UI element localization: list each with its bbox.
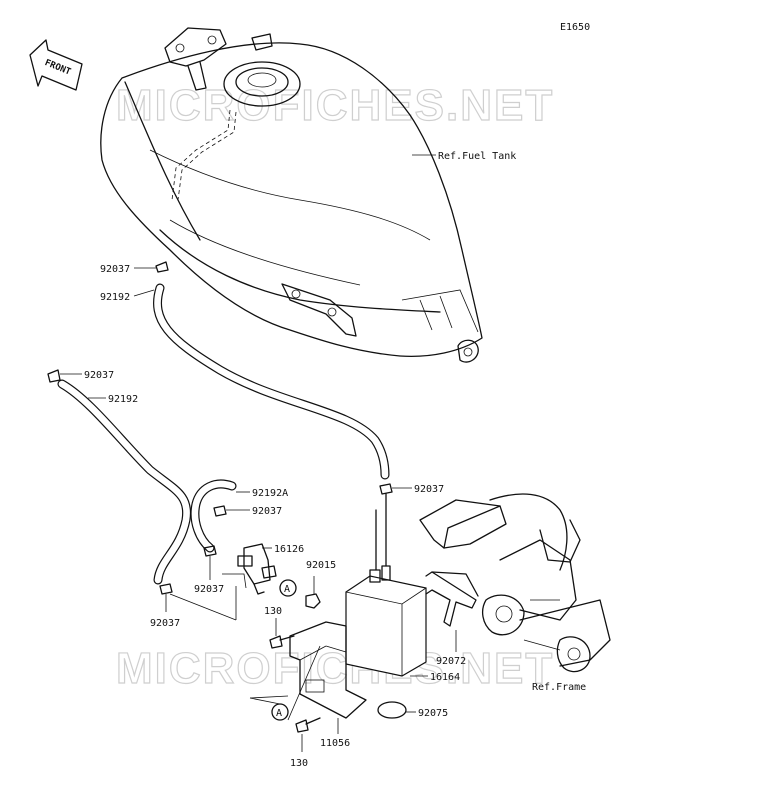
bracket <box>289 621 367 719</box>
clamp-lower: 92037 <box>194 545 224 595</box>
label-clamp-right: 92037 <box>414 484 444 495</box>
leader-a-bottom-2 <box>249 697 281 705</box>
watermark-bottom: MICROFICHES.NET <box>116 644 554 693</box>
label-bolt-bottom: 130 <box>290 758 308 769</box>
label-hose-left: 92192 <box>108 394 138 405</box>
label-clamp-mid: 92037 <box>252 506 282 517</box>
clamp-right: 92037 <box>379 483 444 495</box>
label-bracket: 11056 <box>320 738 350 749</box>
ref-frame-label: Ref.Frame <box>532 682 586 693</box>
marker-a-bottom: A <box>271 703 289 721</box>
bolt-bottom: 130 <box>290 717 321 769</box>
leader-a-bottom-1 <box>249 695 289 699</box>
marker-a-top-label: A <box>284 584 290 595</box>
marker-a-top: A <box>279 579 297 597</box>
label-clamp-top: 92037 <box>100 264 130 275</box>
diagram-code: E1650 <box>560 22 590 33</box>
leader-valve-to-a <box>222 573 247 589</box>
clamp-mid: 92037 <box>213 505 282 517</box>
fuel-tank <box>100 27 483 363</box>
marker-a-bottom-label: A <box>276 708 282 719</box>
frame <box>419 493 611 673</box>
clamp-bottom-left: 92037 <box>150 583 180 629</box>
leader-valve-left <box>169 593 237 621</box>
canister <box>345 493 427 677</box>
clamp-left-top: 92037 <box>47 369 114 383</box>
label-hose-a: 92192A <box>252 488 288 499</box>
label-valve: 16126 <box>274 544 304 555</box>
bracket-strap <box>425 571 479 627</box>
hose-a <box>190 479 237 553</box>
label-clamp-left-top: 92037 <box>84 370 114 381</box>
label-cap: 92075 <box>418 708 448 719</box>
label-nut: 92015 <box>306 560 336 571</box>
label-clamp-lower: 92037 <box>194 584 224 595</box>
leader-a-bottom-3 <box>287 645 321 721</box>
label-hose-top: 92192 <box>100 292 130 303</box>
leader-hose-top <box>133 289 155 297</box>
valve: 16126 <box>237 543 304 595</box>
clamp-top: 92037 <box>100 261 169 275</box>
label-clamp-bottom-left: 92037 <box>150 618 180 629</box>
label-bolt-top: 130 <box>264 606 282 617</box>
ref-fuel-tank-label: Ref.Fuel Tank <box>438 151 516 162</box>
bolt-top: 130 <box>264 606 295 649</box>
label-bracket-strap: 92072 <box>436 656 466 667</box>
hose-top <box>153 283 390 480</box>
front-arrow-icon: FRONT <box>29 39 83 91</box>
cap: 92075 <box>377 701 448 719</box>
front-label: FRONT <box>43 58 72 78</box>
watermark-top: MICROFICHES.NET <box>116 81 554 130</box>
label-canister: 16164 <box>430 672 460 683</box>
nut: 92015 <box>305 560 336 609</box>
hose-left <box>57 379 192 585</box>
